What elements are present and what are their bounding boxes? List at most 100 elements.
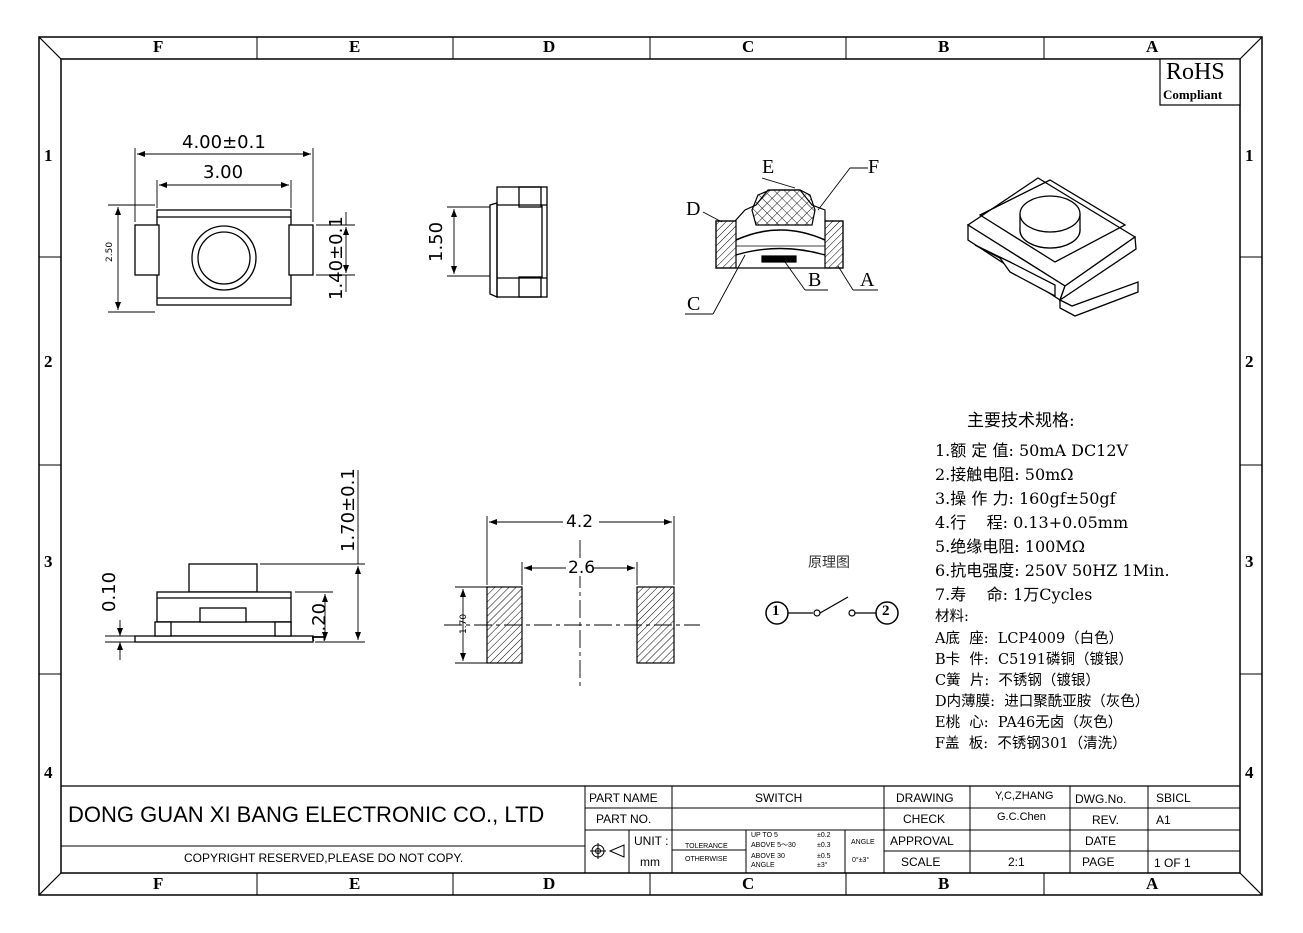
rohs-compliant: Compliant [1163,87,1223,102]
section-label-d: D [686,198,701,220]
scale-value: 2:1 [1008,855,1025,869]
dim-body-height-front: 1.20 [309,602,330,643]
zone-col-f-top: F [153,37,164,56]
pcb-footprint [444,514,700,688]
zone-row-3-left: 3 [44,552,53,571]
tolerance-label: TOLERANCE [685,843,728,850]
unit-label: UNIT : [634,834,669,848]
dim-footprint-inner: 2.6 [568,558,596,578]
material-row: E桃 心: PA46无卤（灰色） [935,715,1123,731]
schematic-title: 原理图 [808,555,850,571]
zone-col-c-bottom: C [742,874,755,893]
scale-label: SCALE [901,855,941,869]
zone-col-f-bottom: F [153,874,164,893]
zone-row-2-right: 2 [1245,352,1254,371]
zone-row-4-left: 4 [44,763,53,782]
dim-side-height: 1.50 [426,221,447,262]
tol-value-2: ±0.3 [817,842,831,849]
drawing-label: DRAWING [896,791,954,805]
dim-body-width: 3.00 [203,162,244,183]
dwg-no-label: DWG.No. [1075,792,1127,806]
tol-range-4: ANGLE [751,862,775,869]
spec-row: 6.抗电强度: 250V 50HZ 1Min. [935,561,1170,580]
zone-col-e-bottom: E [349,874,361,893]
tol-range-2: ABOVE 5～30 [751,842,796,849]
page-label: PAGE [1082,855,1115,869]
material-row: D内薄膜: 进口聚酰亚胺（灰色） [935,694,1150,710]
zone-col-a-bottom: A [1146,874,1159,893]
material-row: A底 座: LCP4009（白色） [935,631,1124,647]
company-name: DONG GUAN XI BANG ELECTRONIC CO., LTD [68,802,545,827]
date-label: DATE [1085,834,1117,848]
zone-col-e-top: E [349,37,361,56]
tol-value-1: ±0.2 [817,832,831,839]
tol-range-1: UP TO 5 [751,832,778,839]
section-label-e: E [762,156,775,178]
spec-row: 7.寿 命: 1万Cycles [935,585,1093,604]
dim-overall-width: 4.00±0.1 [182,132,266,153]
zone-row-3-right: 3 [1245,552,1254,571]
zone-col-d-bottom: D [543,874,556,893]
dwg-no-value: SBICL [1156,791,1191,805]
section-label-c: C [687,293,701,315]
angle-label: ANGLE [851,839,875,846]
sheet-frame [38,36,1263,896]
part-name-value: SWITCH [755,791,803,805]
isometric-view [966,177,1139,317]
page-value: 1 OF 1 [1154,856,1191,870]
spec-list: 1.额 定 值: 50mA DC12V 2.接触电阻: 50mΩ 3.操 作 力… [935,437,1170,753]
material-row: F盖 板: 不锈钢301（清洗） [935,736,1127,752]
zone-col-d-top: D [543,37,556,56]
tol-value-3: ±0.5 [817,853,831,860]
rohs-title: RoHS [1166,59,1225,85]
zone-col-c-top: C [742,37,755,56]
check-value: G.C.Chen [997,811,1046,823]
spec-row: 3.操 作 力: 160gf±50gf [935,489,1116,508]
top-view [108,148,355,313]
spec-row: 2.接触电阻: 50mΩ [935,465,1074,484]
side-view [447,186,548,298]
material-row: B卡 件: C5191磷铜（镀银） [935,652,1133,668]
rev-label: REV. [1092,813,1119,827]
rohs-box [1159,58,1241,106]
spec-title: 主要技术规格: [967,411,1075,431]
front-view [105,470,365,660]
schematic-symbol [765,596,899,625]
tol-range-3: ABOVE 30 [751,853,785,860]
copyright-note: COPYRIGHT RESERVED,PLEASE DO NOT COPY. [184,851,464,865]
tol-value-4: ±3° [817,862,828,869]
spec-row: 1.额 定 值: 50mA DC12V [935,441,1129,460]
part-no-label: PART NO. [596,812,652,826]
zone-col-b-bottom: B [938,874,950,893]
materials-title: 材料: [935,609,969,625]
title-block-grid [61,785,1240,873]
part-name-label: PART NAME [589,791,658,805]
dim-footprint-outer: 4.2 [566,512,594,532]
zone-row-4-right: 4 [1245,763,1254,782]
schematic-pin-1: 1 [772,603,780,619]
otherwise-label: OTHERWISE [685,856,728,863]
check-label: CHECK [903,812,946,826]
dim-body-height: 2.50 [105,241,115,262]
zone-col-a-top: A [1146,37,1159,56]
zone-row-1-right: 1 [1245,146,1254,165]
dim-total-height: 1.70±0.1 [338,468,359,552]
schematic-pin-2: 2 [882,603,890,619]
zone-row-1-left: 1 [44,146,53,165]
material-row: C簧 片: 不锈钢（镀银） [935,673,1100,689]
dim-pad-height: 1.40±0.1 [326,216,347,300]
zone-row-2-left: 2 [44,352,53,371]
spec-row: 4.行 程: 0.13+0.05mm [935,513,1129,532]
dim-footprint-pad-height: 1.70 [459,613,469,634]
zone-col-b-top: B [938,37,950,56]
spec-row: 5.绝缘电阻: 100MΩ [935,537,1085,556]
approval-label: APPROVAL [890,834,954,848]
drawing-value: Y,C,ZHANG [995,790,1054,802]
angle-value: 0°±3° [852,857,870,864]
unit-value: mm [640,855,660,869]
dim-gap: 0.10 [99,571,120,612]
section-label-b: B [808,269,822,291]
section-label-f: F [868,156,880,178]
